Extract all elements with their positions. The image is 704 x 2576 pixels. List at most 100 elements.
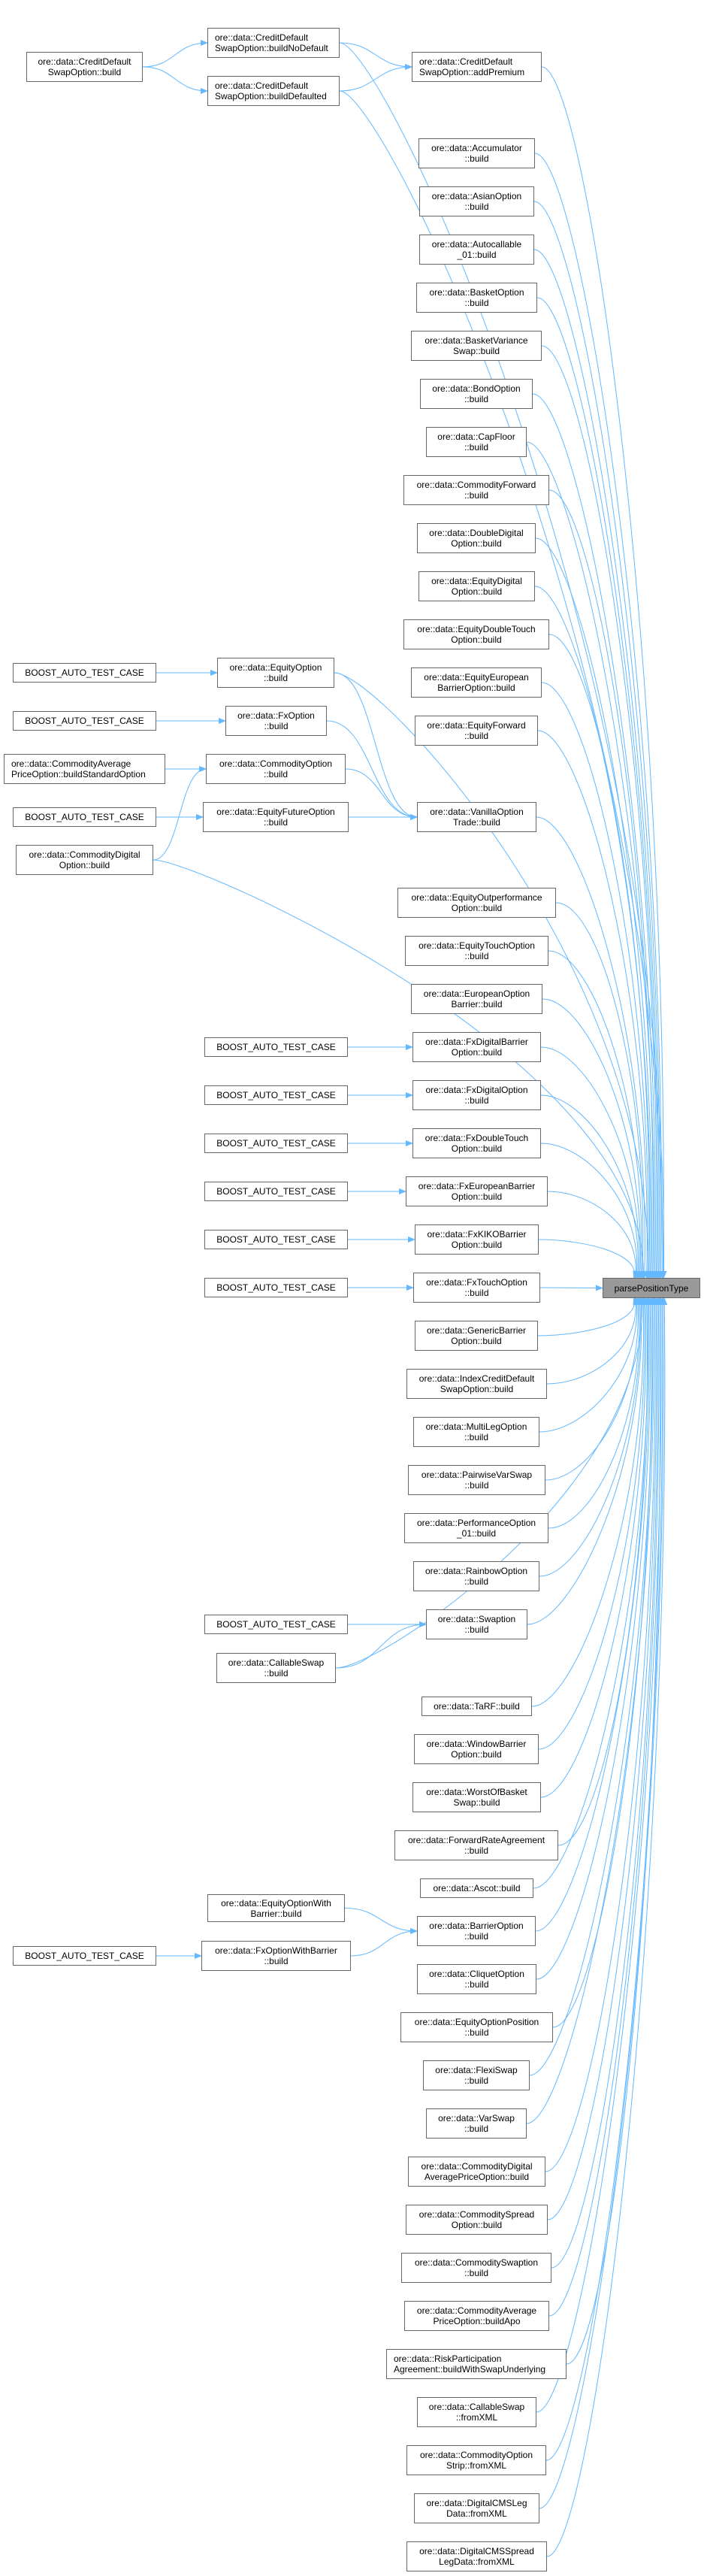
node-label-line: Option::build — [451, 634, 502, 645]
edge-fxdoubletouch-to-target — [540, 1143, 640, 1279]
caller-node-commodityforward-build[interactable]: ore::data::CommodityForward::build — [403, 475, 549, 505]
node-label-line: ore::data::EquityOutperformance — [411, 892, 542, 903]
caller-node-swaption-build[interactable]: ore::data::Swaption::build — [426, 1609, 527, 1639]
caller-node-ascot-build[interactable]: ore::data::Ascot::build — [420, 1878, 533, 1898]
caller-node-varswap-build[interactable]: ore::data::VarSwap::build — [426, 2108, 527, 2139]
caller-node-commodityswaption-build[interactable]: ore::data::CommoditySwaption::build — [401, 2253, 551, 2283]
caller-node-fxdigitaloption-build[interactable]: ore::data::FxDigitalOption::build — [412, 1080, 541, 1110]
caller-node-boost-auto-test-case[interactable]: BOOST_AUTO_TEST_CASE — [13, 807, 156, 827]
caller-node-callableswap-build[interactable]: ore::data::CallableSwap::build — [216, 1653, 336, 1683]
node-label-line: ::build — [464, 2075, 489, 2086]
caller-node-performanceoption-01-build[interactable]: ore::data::PerformanceOption_01::build — [404, 1513, 548, 1543]
node-label-line: ::fromXML — [455, 2412, 498, 2423]
caller-node-boost-auto-test-case[interactable]: BOOST_AUTO_TEST_CASE — [13, 1946, 156, 1966]
target-node-parsepositiontype: parsePositionType — [603, 1278, 700, 1298]
caller-node-commodityoption-build[interactable]: ore::data::CommodityOption::build — [206, 754, 346, 784]
caller-node-boost-auto-test-case[interactable]: BOOST_AUTO_TEST_CASE — [13, 663, 156, 683]
caller-node-boost-auto-test-case[interactable]: BOOST_AUTO_TEST_CASE — [13, 711, 156, 731]
caller-node-capfloor-build[interactable]: ore::data::CapFloor::build — [426, 427, 527, 457]
caller-node-equityoption-build[interactable]: ore::data::EquityOption::build — [217, 658, 334, 688]
node-label-line: ore::data::CapFloor — [437, 431, 515, 442]
caller-node-boost-auto-test-case[interactable]: BOOST_AUTO_TEST_CASE — [204, 1134, 348, 1153]
node-label-line: Strip::fromXML — [446, 2460, 506, 2471]
node-label-line: ore::data::CallableSwap — [228, 1657, 325, 1668]
caller-node-equityfutureoption-build[interactable]: ore::data::EquityFutureOption::build — [203, 802, 349, 832]
edge-vanilla-to-target — [536, 816, 648, 1279]
caller-node-boost-auto-test-case[interactable]: BOOST_AUTO_TEST_CASE — [204, 1182, 348, 1201]
caller-node-pairwisevarswap-build[interactable]: ore::data::PairwiseVarSwap::build — [408, 1465, 545, 1495]
caller-node-boost-auto-test-case[interactable]: BOOST_AUTO_TEST_CASE — [204, 1615, 348, 1634]
edge-eqeurobarrier-to-target — [541, 682, 651, 1279]
caller-node-equityoptionposition-build[interactable]: ore::data::EquityOptionPosition::build — [400, 2012, 553, 2042]
caller-node-barrieroption-build[interactable]: ore::data::BarrierOption::build — [417, 1916, 536, 1946]
node-label-line: ore::data::Accumulator — [431, 143, 522, 153]
caller-node-asianoption-build[interactable]: ore::data::AsianOption::build — [419, 186, 534, 216]
caller-node-autocallable-01-build[interactable]: ore::data::Autocallable_01::build — [419, 235, 534, 265]
node-label-line: BOOST_AUTO_TEST_CASE — [216, 1282, 336, 1293]
caller-node-fxtouchoption-build[interactable]: ore::data::FxTouchOption::build — [413, 1273, 540, 1303]
caller-node-boost-auto-test-case[interactable]: BOOST_AUTO_TEST_CASE — [204, 1085, 348, 1105]
caller-node-accumulator-build[interactable]: ore::data::Accumulator::build — [418, 138, 535, 168]
caller-node-forwardrateagreement-build[interactable]: ore::data::ForwardRateAgreement::build — [394, 1830, 558, 1860]
caller-node-equityforward-build[interactable]: ore::data::EquityForward::build — [415, 716, 538, 746]
caller-node-boost-auto-test-case[interactable]: BOOST_AUTO_TEST_CASE — [204, 1278, 348, 1297]
node-label-line: Option::build — [451, 903, 503, 913]
caller-node-tarf-build[interactable]: ore::data::TaRF::build — [421, 1697, 532, 1716]
caller-node-cliquetoption-build[interactable]: ore::data::CliquetOption::build — [417, 1964, 536, 1994]
node-label-line: ore::data::CommodityAverage — [11, 758, 131, 769]
node-label-line: ore::data::PairwiseVarSwap — [421, 1470, 533, 1480]
node-label-line: SwapOption::build — [440, 1384, 514, 1394]
caller-node-equitytouchoption-build[interactable]: ore::data::EquityTouchOption::build — [405, 936, 548, 966]
node-label-line: ::build — [263, 769, 289, 779]
caller-node-fxoption-build[interactable]: ore::data::FxOption::build — [225, 706, 327, 736]
caller-node-rainbowoption-build[interactable]: ore::data::RainbowOption::build — [413, 1561, 539, 1591]
node-label-line: ore::data::BasketVariance — [425, 335, 528, 346]
node-label-line: ore::data::GenericBarrier — [426, 1325, 527, 1336]
edge-commswaption-to-target — [551, 1297, 660, 2269]
node-label-line: ore::data::FlexiSwap — [435, 2065, 518, 2075]
caller-node-flexiswap-build[interactable]: ore::data::FlexiSwap::build — [423, 2060, 530, 2090]
edge-performance-to-target — [548, 1297, 642, 1529]
caller-node-boost-auto-test-case[interactable]: BOOST_AUTO_TEST_CASE — [204, 1037, 348, 1057]
node-label-line: ore::data::EquityTouchOption — [418, 940, 535, 951]
caller-node-bondoption-build[interactable]: ore::data::BondOption::build — [420, 379, 533, 409]
caller-node-callableswap-fromxml[interactable]: ore::data::CallableSwap::fromXML — [417, 2397, 536, 2427]
caller-node-multilegoption-build[interactable]: ore::data::MultiLegOption::build — [413, 1417, 539, 1447]
caller-node-fxoptionwithbarrier-build[interactable]: ore::data::FxOptionWithBarrier::build — [201, 1941, 351, 1971]
edge-autocallable-to-target — [533, 249, 662, 1279]
node-label-line: Option::build — [451, 1336, 502, 1346]
node-label-line: ore::data::CliquetOption — [429, 1969, 524, 1979]
caller-node-boost-auto-test-case[interactable]: BOOST_AUTO_TEST_CASE — [204, 1230, 348, 1249]
caller-node-basketoption-build[interactable]: ore::data::BasketOption::build — [416, 283, 537, 313]
